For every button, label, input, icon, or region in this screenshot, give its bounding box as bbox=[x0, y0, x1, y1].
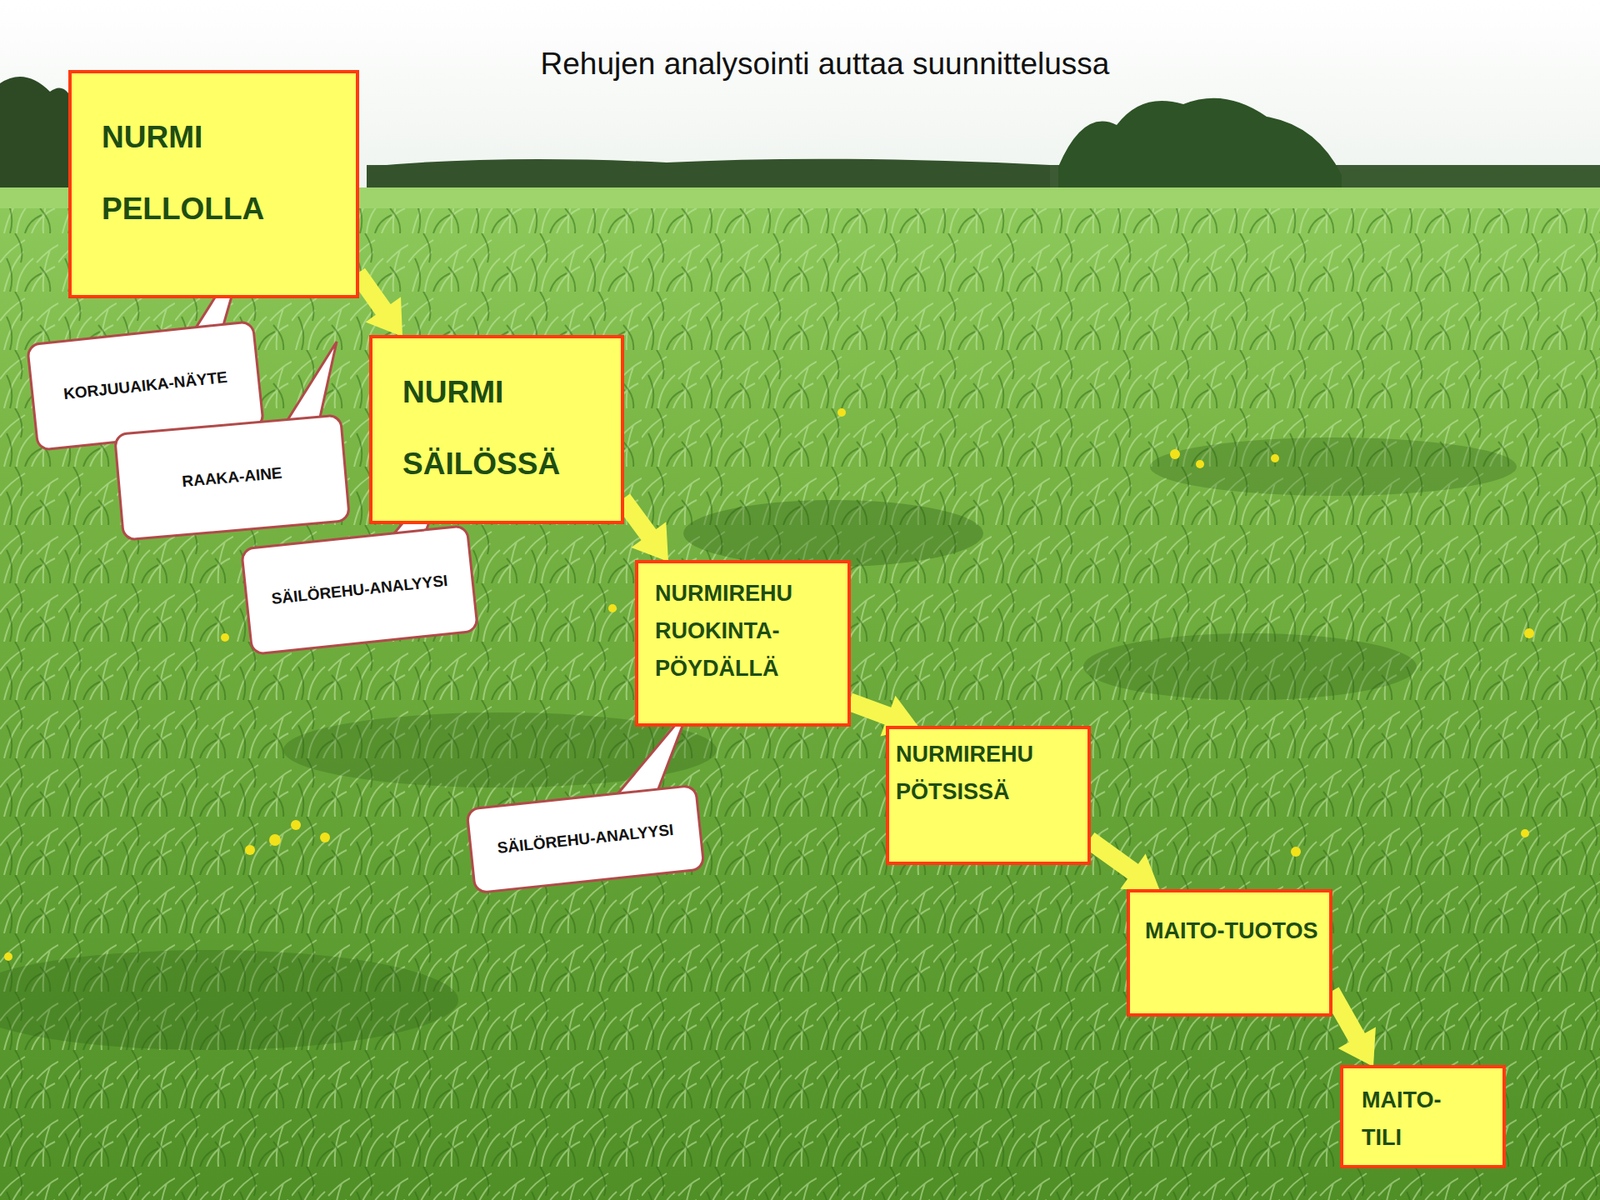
arrow-head bbox=[1338, 1026, 1376, 1067]
box-label: NURMI SÄILÖSSÄ bbox=[402, 356, 560, 500]
arrow-head bbox=[1120, 854, 1160, 891]
process-box: NURMI PELLOLLA bbox=[68, 70, 360, 299]
process-box: NURMIREHU RUOKINTA-PÖYDÄLLÄ bbox=[635, 560, 851, 727]
arrow-shaft bbox=[849, 701, 890, 717]
box-label: NURMIREHU RUOKINTA-PÖYDÄLLÄ bbox=[655, 575, 793, 688]
arrow-shaft bbox=[1089, 840, 1135, 873]
arrow-shaft bbox=[1330, 991, 1358, 1040]
arrow-shaft bbox=[622, 499, 650, 536]
arrow-shaft bbox=[357, 273, 385, 311]
bubble-label: KORJUUAIKA-NÄYTE bbox=[62, 367, 229, 404]
flow-arrow bbox=[622, 499, 669, 562]
flow-arrow bbox=[1330, 991, 1376, 1067]
box-label: NURMI PELLOLLA bbox=[101, 101, 265, 245]
flow-arrow bbox=[357, 273, 403, 337]
speech-bubble: RAAKA-AINE bbox=[113, 413, 351, 541]
process-box: NURMI SÄILÖSSÄ bbox=[369, 335, 625, 525]
process-box: NURMIREHU PÖTSISSÄ bbox=[885, 725, 1091, 865]
callout-tails bbox=[179, 250, 690, 815]
bubble-label: SÄILÖREHU-ANALYYSI bbox=[496, 820, 675, 859]
box-label: NURMIREHU PÖTSISSÄ bbox=[895, 735, 1034, 811]
arrow-head bbox=[630, 521, 669, 562]
process-box: MAITO-TILI bbox=[1340, 1065, 1506, 1169]
process-box: MAITO-TUOTOS bbox=[1126, 889, 1333, 1017]
flow-arrow bbox=[1089, 840, 1160, 891]
bubble-label: RAAKA-AINE bbox=[181, 463, 284, 491]
arrow-head bbox=[365, 296, 403, 337]
box-label: MAITO-TUOTOS bbox=[1145, 912, 1330, 950]
bubble-label: SÄILÖREHU-ANALYYSI bbox=[270, 571, 450, 610]
box-label: MAITO-TILI bbox=[1361, 1081, 1442, 1157]
